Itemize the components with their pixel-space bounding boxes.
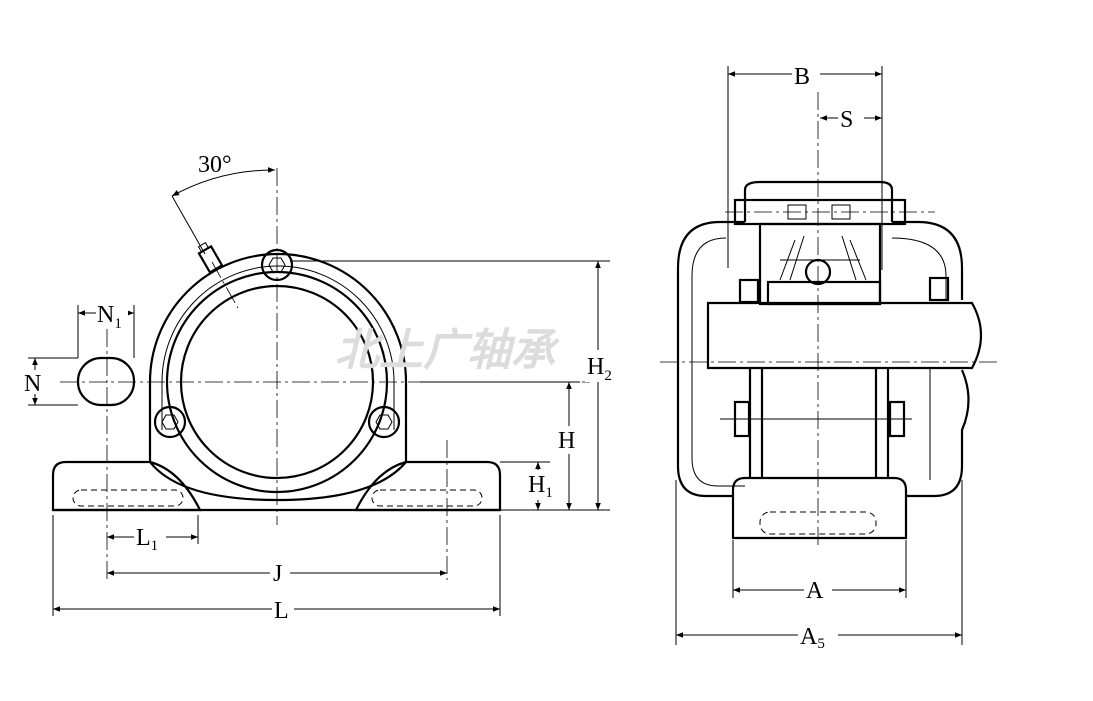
dim-A: A: [806, 578, 824, 604]
bolt-left: [153, 405, 187, 439]
dim-H: H: [558, 428, 575, 454]
front-view: 30° H2 H H1 N N1 L: [24, 152, 625, 624]
dim-N: N: [24, 371, 41, 397]
dim-L1: L1: [136, 525, 158, 554]
watermark: 北上广轴承: [335, 325, 560, 376]
housing-rib: [161, 265, 395, 430]
dim-H2: H2: [587, 354, 612, 384]
side-view: B S A A5: [660, 60, 1000, 652]
right-foot: [354, 460, 502, 512]
dim-J: J: [273, 561, 282, 587]
dim-N1: N1: [97, 302, 122, 332]
dim-H1: H1: [528, 472, 553, 501]
dim-B: B: [794, 64, 810, 90]
housing-outline: [676, 220, 970, 498]
bolt-right: [367, 405, 401, 439]
mounting-slot: [76, 356, 136, 407]
base: [731, 476, 908, 540]
dim-S: S: [840, 107, 853, 133]
angle-label: 30°: [198, 152, 232, 178]
dim-L: L: [274, 598, 289, 624]
housing-outer: [148, 252, 408, 462]
top-cap: [743, 180, 894, 222]
shaft: [706, 301, 982, 370]
dim-A5: A5: [800, 624, 825, 652]
